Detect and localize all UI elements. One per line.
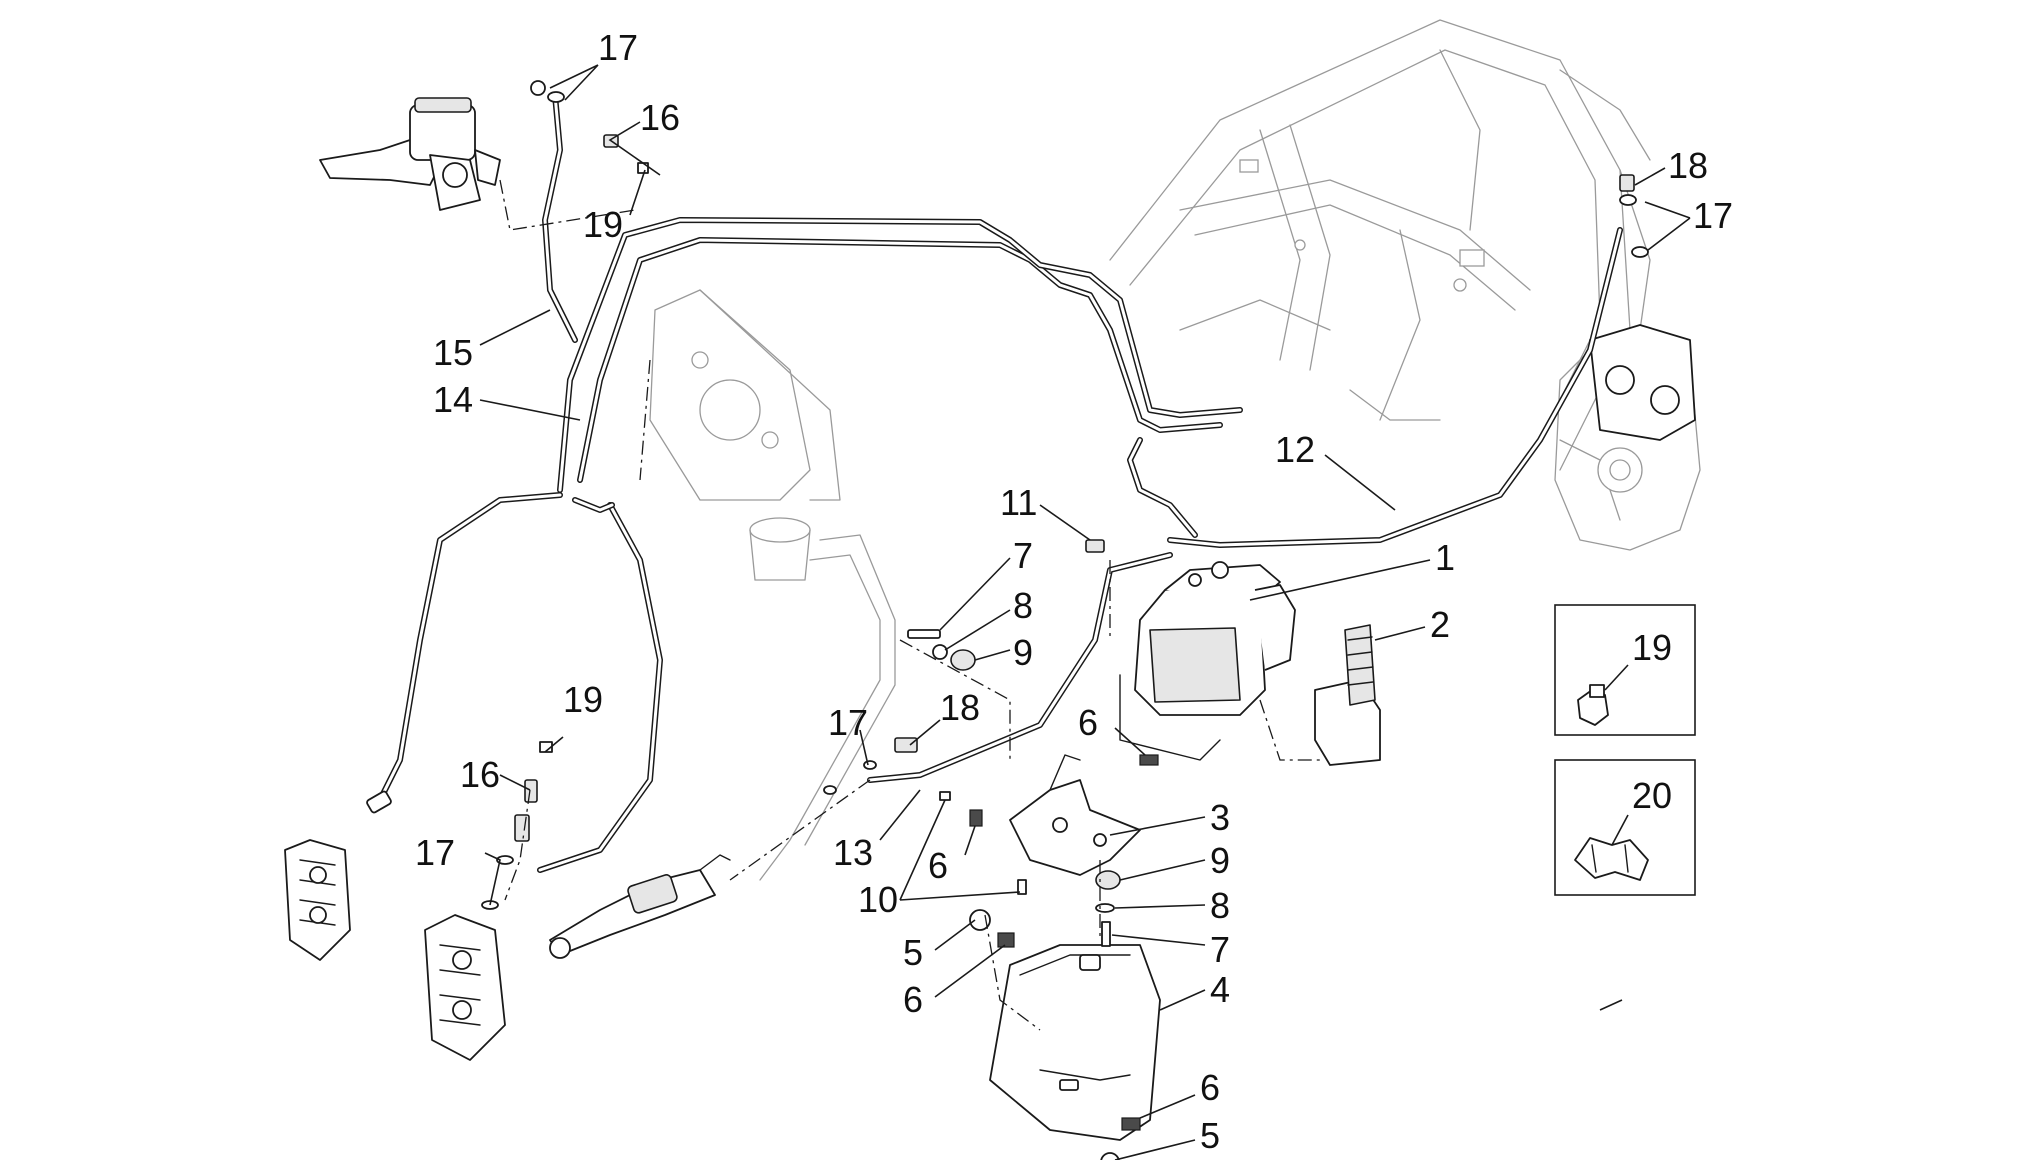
- callout-19a: 19: [583, 204, 623, 245]
- brake-hose-12: [1127, 227, 1623, 548]
- washer-8b: [1095, 903, 1115, 913]
- callout-13: 13: [833, 832, 873, 873]
- rear-brake-reservoir: [749, 517, 896, 881]
- clip-6c: [997, 932, 1015, 948]
- callout-2: 2: [1430, 604, 1450, 645]
- bolt-18b: [894, 737, 918, 753]
- callout-11: 11: [1000, 482, 1037, 523]
- brake-pipe-13: [867, 552, 1173, 783]
- fitting-16b: [514, 779, 538, 842]
- front-master-cylinder: [319, 97, 501, 211]
- callout-labels: 17 16 19 15 14 12 18 17 11 1 7 8 9 2 19 …: [415, 27, 1733, 1156]
- washer-17c: [481, 855, 514, 910]
- motorcycle-frame: [1109, 19, 1651, 521]
- brake-hose-front-left: [366, 492, 563, 814]
- callout-19b: 19: [563, 679, 603, 720]
- abs-modulator: [1119, 561, 1296, 761]
- callout-5a: 5: [903, 932, 923, 973]
- callout-6c: 6: [903, 979, 923, 1020]
- callout-7a: 7: [1013, 535, 1033, 576]
- bolt-7b: [1101, 921, 1111, 947]
- rear-caliper: [1554, 324, 1701, 551]
- washer-17a: [547, 91, 565, 103]
- callout-8b: 8: [1210, 885, 1230, 926]
- callout-10: 10: [858, 879, 898, 920]
- callout-16a: 16: [640, 97, 680, 138]
- clip-6b: [969, 809, 983, 827]
- leader-lines: [479, 64, 1691, 1160]
- clip-6a: [1139, 754, 1159, 766]
- brake-hose-15: [542, 92, 578, 343]
- callout-12: 12: [1275, 429, 1315, 470]
- abs-bracket: [1009, 754, 1141, 876]
- callout-6a: 6: [1078, 702, 1098, 743]
- callout-17a: 17: [598, 27, 638, 68]
- clip-19a: [637, 162, 649, 174]
- inset-box-19: 19: [1554, 604, 1696, 736]
- bolt-10b: [1017, 879, 1027, 895]
- union-11: [1085, 539, 1105, 553]
- callout-4: 4: [1210, 969, 1230, 1010]
- washer-17b: [1619, 194, 1649, 258]
- brake-hose-front-right: [537, 497, 663, 873]
- callout-6b: 6: [928, 845, 948, 886]
- bolt-7a: [907, 629, 941, 639]
- bolt-10a: [939, 791, 951, 801]
- bolt-18a: [1619, 174, 1635, 192]
- wheel-speed-sensor: [1314, 624, 1381, 766]
- callout-8a: 8: [1013, 585, 1033, 626]
- callout-15: 15: [433, 332, 473, 373]
- callout-17c: 17: [415, 832, 455, 873]
- callout-14: 14: [433, 379, 473, 420]
- inset-label-19: 19: [1632, 627, 1672, 668]
- callout-17b: 17: [1693, 195, 1733, 236]
- callout-18b: 18: [940, 687, 980, 728]
- screw-5b: [1100, 1152, 1120, 1160]
- callout-5b: 5: [1200, 1115, 1220, 1156]
- front-caliper-left: [284, 839, 351, 961]
- banjo-bolt-17a: [530, 80, 546, 96]
- callout-9b: 9: [1210, 840, 1230, 881]
- callout-7b: 7: [1210, 929, 1230, 970]
- callout-6d: 6: [1200, 1067, 1220, 1108]
- callout-9a: 9: [1013, 632, 1033, 673]
- rear-master-cylinder: [549, 854, 731, 959]
- callout-1: 1: [1435, 537, 1455, 578]
- clip-6d: [1121, 1117, 1141, 1131]
- washer-8a: [932, 644, 948, 660]
- callout-17d: 17: [828, 702, 868, 743]
- callout-3: 3: [1210, 797, 1230, 838]
- mounting-plate-left: [649, 289, 841, 501]
- brake-pipe-14: [557, 217, 1243, 493]
- assembly-lines: [499, 179, 1320, 1031]
- grommet-9a: [950, 649, 976, 671]
- callout-16b: 16: [460, 754, 500, 795]
- abs-cover: [989, 944, 1161, 1141]
- inset-label-20: 20: [1632, 775, 1672, 816]
- inset-box-20: 20: [1554, 759, 1696, 896]
- front-caliper-right: [424, 914, 506, 1061]
- washer-17d: [823, 760, 877, 795]
- callout-18a: 18: [1668, 145, 1708, 186]
